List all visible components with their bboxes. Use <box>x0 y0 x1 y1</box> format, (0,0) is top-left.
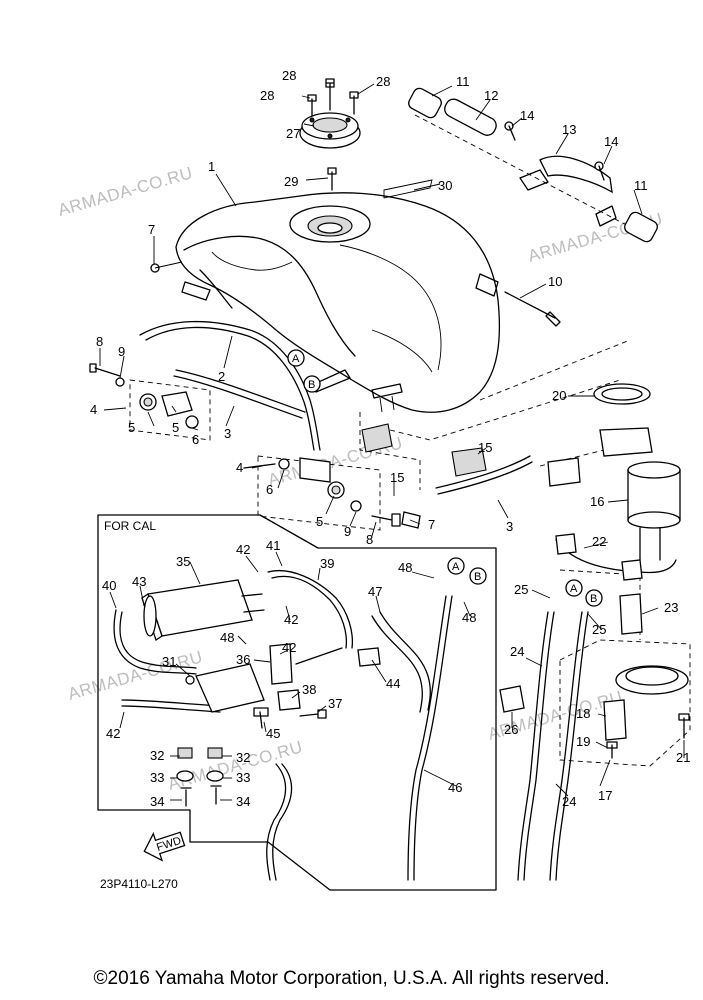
marker-a: A <box>452 561 460 573</box>
callout-42: 42 <box>284 612 298 627</box>
callout-33: 33 <box>236 770 250 785</box>
callout-48: 48 <box>220 630 234 645</box>
callout-5: 5 <box>172 420 179 435</box>
fuel-cap-assembly <box>299 78 361 191</box>
callout-32: 32 <box>236 750 250 765</box>
callout-31: 31 <box>162 654 176 669</box>
callout-42: 42 <box>106 726 120 741</box>
drawing-code: 23P4110-L270 <box>100 877 178 891</box>
fwd-badge: FWD <box>143 831 186 862</box>
for-cal-section: FOR CAL <box>97 514 497 891</box>
marker-b: B <box>474 571 481 583</box>
callout-39: 39 <box>320 556 334 571</box>
vent-tube-assembly <box>408 87 658 327</box>
marker-b: B <box>308 379 315 391</box>
callout-37: 37 <box>328 696 342 711</box>
callout-8: 8 <box>96 334 103 349</box>
callout-19: 19 <box>576 734 590 749</box>
marker-a: A <box>292 353 300 365</box>
callout-20: 20 <box>552 388 566 403</box>
callout-15: 15 <box>478 440 492 455</box>
watermark: ARMADA-CO.RU <box>66 647 205 704</box>
callout-3: 3 <box>224 426 231 441</box>
callout-40: 40 <box>102 578 116 593</box>
callout-10: 10 <box>548 274 562 289</box>
callout-6: 6 <box>266 482 273 497</box>
callout-24: 24 <box>510 644 524 659</box>
callout-9: 9 <box>118 344 125 359</box>
callout-48: 48 <box>398 560 412 575</box>
callout-18: 18 <box>576 706 590 721</box>
callout-42: 42 <box>282 640 296 655</box>
circle-markers: A B A B A B <box>287 349 603 607</box>
callout-48: 48 <box>462 610 476 625</box>
callout-27: 27 <box>286 126 300 141</box>
hose-lines <box>139 320 351 451</box>
center-clips <box>361 423 581 495</box>
callout-4: 4 <box>236 460 243 475</box>
callout-12: 12 <box>484 88 498 103</box>
callout-13: 13 <box>562 122 576 137</box>
callout-25: 25 <box>514 582 528 597</box>
marker-a: A <box>570 583 578 595</box>
callout-11: 11 <box>634 178 648 193</box>
callout-numbers: 1 2 3 3 4 4 5 5 5 6 6 7 7 8 8 9 9 10 11 … <box>90 68 690 809</box>
callout-38: 38 <box>302 682 316 697</box>
fuel-tank <box>150 179 501 413</box>
callout-22: 22 <box>592 534 606 549</box>
callout-14: 14 <box>604 134 618 149</box>
callout-43: 43 <box>132 574 146 589</box>
callout-17: 17 <box>598 788 612 803</box>
marker-b: B <box>590 593 597 605</box>
callout-23: 23 <box>664 600 678 615</box>
callout-11: 11 <box>456 74 470 89</box>
callout-15: 15 <box>390 470 404 485</box>
callout-45: 45 <box>266 726 280 741</box>
watermark: ARMADA-CO.RU <box>56 163 195 220</box>
callout-6: 6 <box>192 432 199 447</box>
callout-30: 30 <box>438 178 452 193</box>
callout-33: 33 <box>150 770 164 785</box>
callout-41: 41 <box>266 538 280 553</box>
callout-34: 34 <box>150 794 164 809</box>
callout-9: 9 <box>344 524 351 539</box>
callout-28: 28 <box>260 88 274 103</box>
callout-3: 3 <box>506 519 513 534</box>
callout-5: 5 <box>316 514 323 529</box>
callout-4: 4 <box>90 402 97 417</box>
callout-29: 29 <box>284 174 298 189</box>
callout-5: 5 <box>128 420 135 435</box>
callout-34: 34 <box>236 794 250 809</box>
callout-42: 42 <box>236 542 250 557</box>
callout-24: 24 <box>562 794 576 809</box>
callout-26: 26 <box>504 722 518 737</box>
callout-36: 36 <box>236 652 250 667</box>
callout-1: 1 <box>208 159 215 174</box>
callout-7: 7 <box>428 517 435 532</box>
callout-21: 21 <box>676 750 690 765</box>
callout-8: 8 <box>366 532 373 547</box>
callout-46: 46 <box>448 780 462 795</box>
copyright-notice: ©2016 Yamaha Motor Corporation, U.S.A. A… <box>93 968 610 989</box>
section-label: FOR CAL <box>104 519 156 533</box>
callout-7: 7 <box>148 222 155 237</box>
callout-44: 44 <box>386 676 400 691</box>
callout-14: 14 <box>520 108 534 123</box>
fuel-sender-assembly <box>559 593 691 767</box>
callout-25: 25 <box>592 622 606 637</box>
right-drain-tubes <box>499 611 589 881</box>
callout-47: 47 <box>368 584 382 599</box>
callout-35: 35 <box>176 554 190 569</box>
callout-28: 28 <box>282 68 296 83</box>
callout-28: 28 <box>376 74 390 89</box>
callout-32: 32 <box>150 748 164 763</box>
callout-16: 16 <box>590 494 604 509</box>
callout-2: 2 <box>218 369 225 384</box>
fuel-pump-assembly <box>555 383 681 581</box>
callout-leaders <box>99 83 685 801</box>
